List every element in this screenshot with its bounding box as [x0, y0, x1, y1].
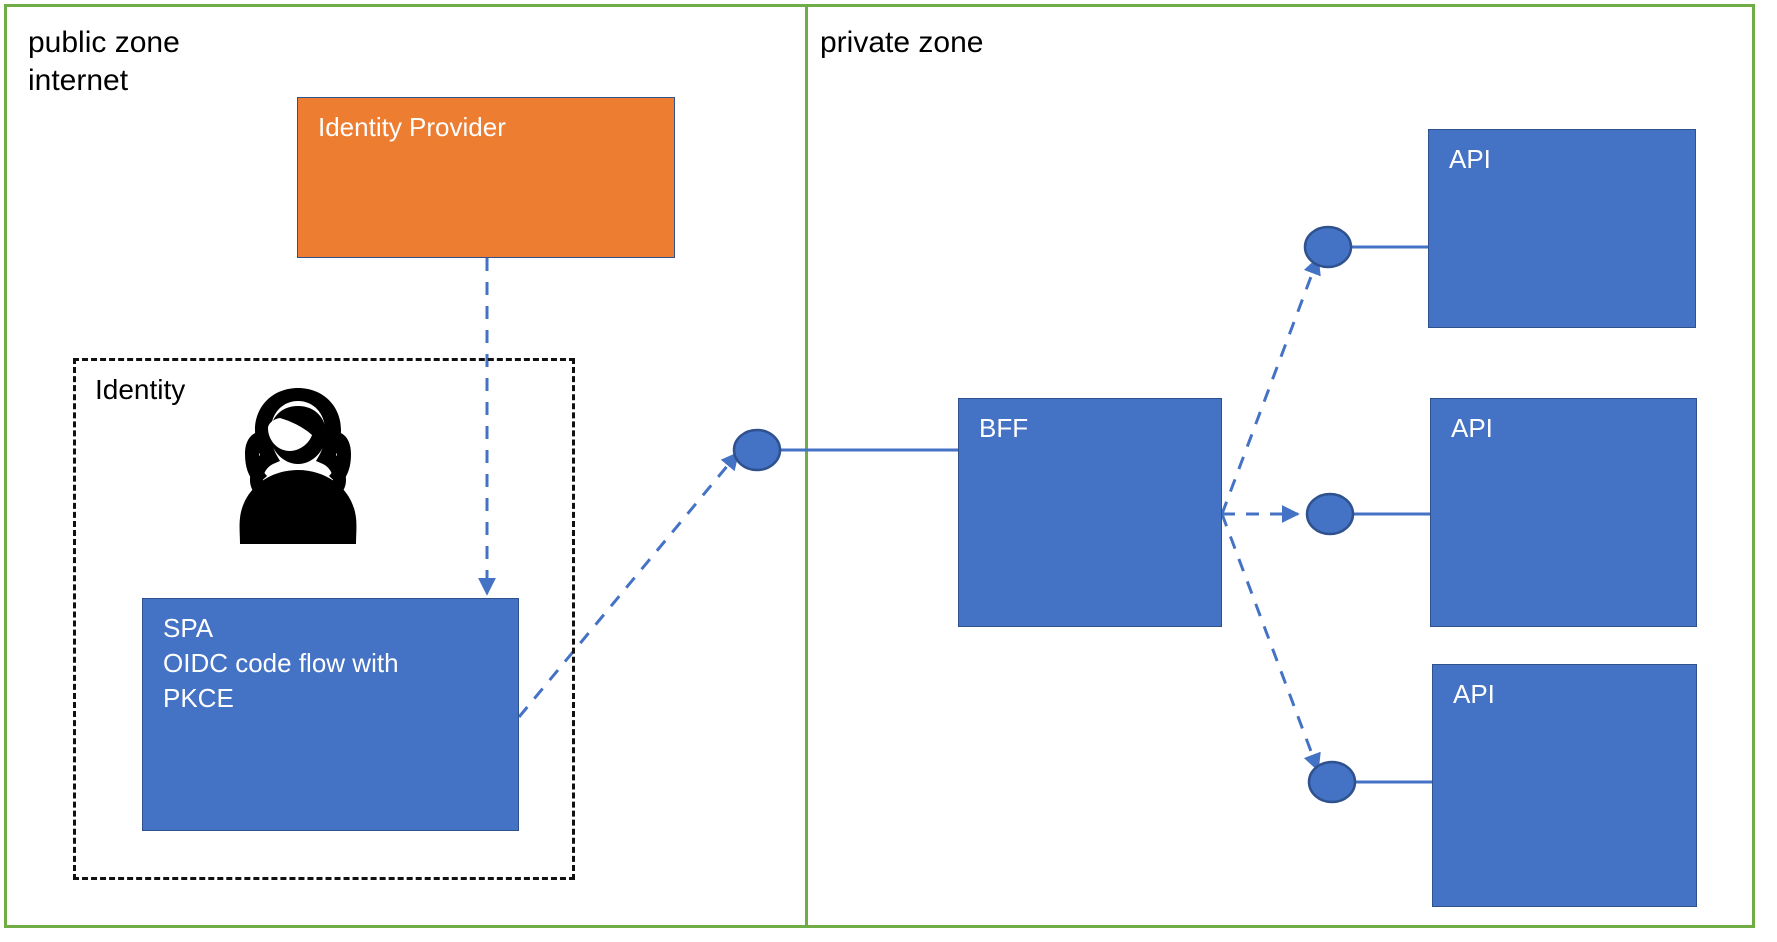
person-icon — [239, 388, 357, 544]
identity-group-label: Identity — [95, 374, 186, 405]
node-api-top[interactable]: API — [1428, 129, 1696, 328]
node-identity-provider-label: Identity Provider — [318, 112, 506, 142]
public-zone-label: public zone internet — [28, 26, 180, 97]
zone-outer-frame — [4, 4, 1755, 928]
endpoint-circle-api-top — [1303, 225, 1353, 269]
zone-divider — [805, 4, 808, 928]
endpoint-circle-api-bottom — [1307, 760, 1357, 804]
node-spa-label: SPA OIDC code flow with PKCE — [163, 613, 399, 713]
node-api-bottom-label: API — [1453, 679, 1495, 709]
node-api-middle[interactable]: API — [1430, 398, 1697, 627]
connector-spa-to-bff — [517, 451, 740, 718]
node-api-middle-label: API — [1451, 413, 1493, 443]
connector-bff-to-api-bottom — [1220, 513, 1321, 772]
node-bff[interactable]: BFF — [958, 398, 1222, 627]
connector-bff-to-api-top — [1220, 256, 1321, 515]
node-identity-provider[interactable]: Identity Provider — [297, 97, 675, 258]
identity-group-box — [73, 358, 575, 880]
private-zone-label: private zone — [820, 26, 984, 59]
endpoint-circle-api-middle — [1305, 492, 1355, 536]
node-spa[interactable]: SPA OIDC code flow with PKCE — [142, 598, 519, 831]
node-api-top-label: API — [1449, 144, 1491, 174]
node-api-bottom[interactable]: API — [1432, 664, 1697, 907]
endpoint-circle-bff — [732, 428, 782, 472]
node-bff-label: BFF — [979, 413, 1029, 443]
